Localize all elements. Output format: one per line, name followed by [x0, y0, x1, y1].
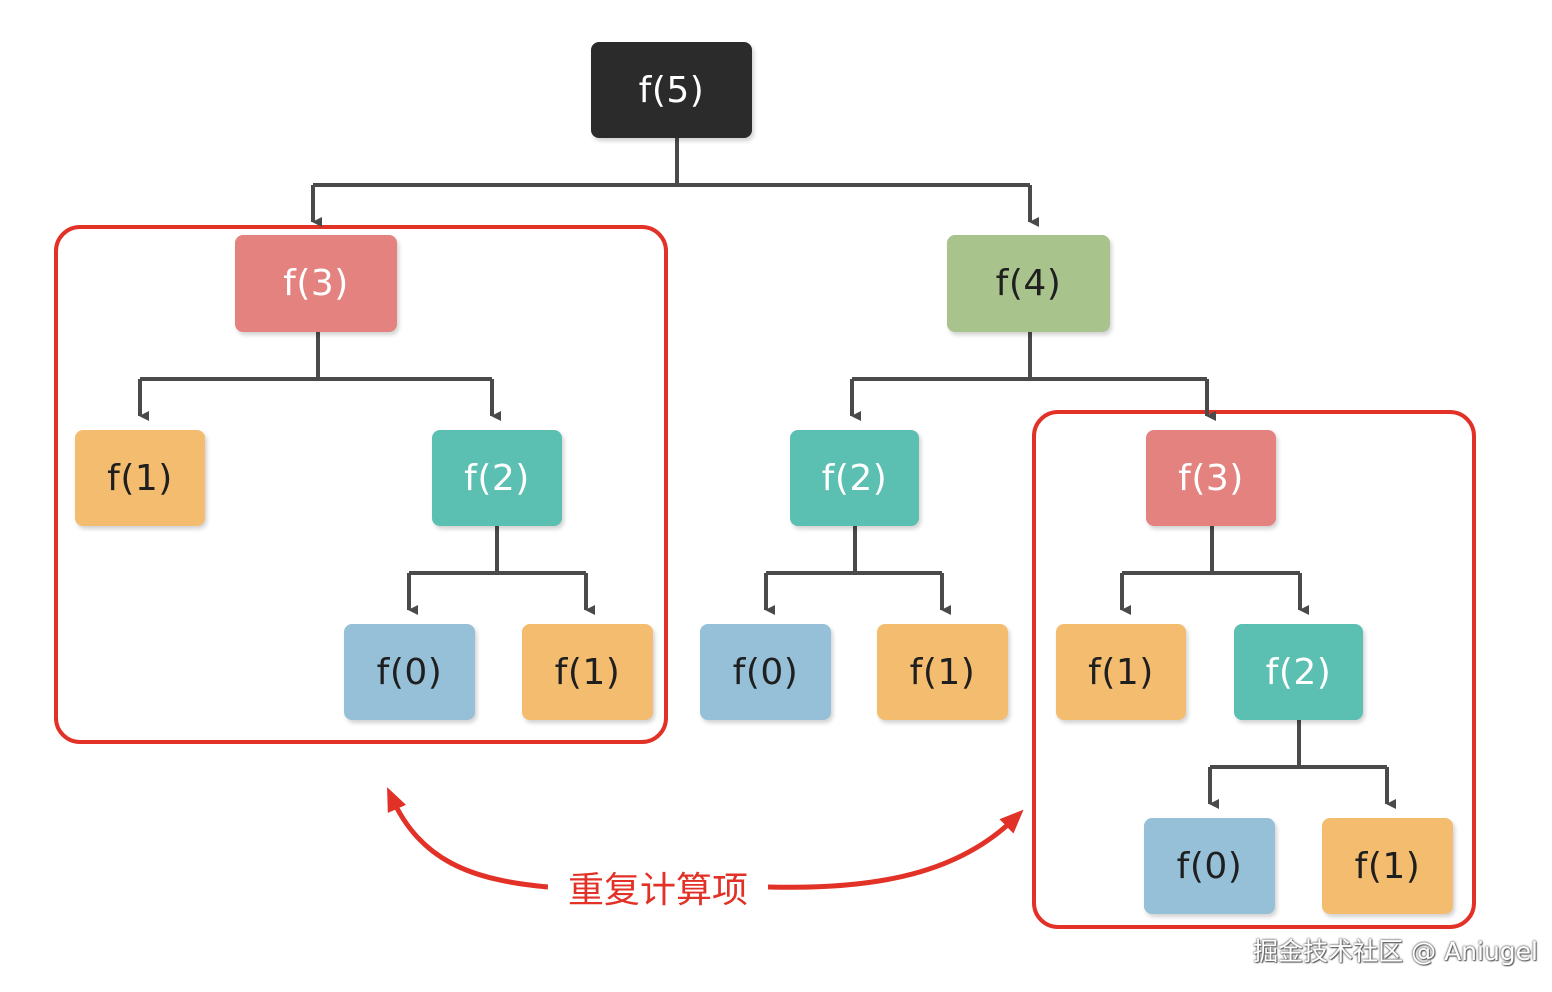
node-f1-right-inner: f(1)	[1322, 818, 1453, 914]
node-f1-right: f(1)	[1056, 624, 1186, 720]
node-f3-left: f(3)	[235, 235, 397, 332]
edges-f5	[311, 138, 1039, 227]
node-f3-right: f(3)	[1146, 430, 1276, 526]
duplicate-computation-label: 重复计算项	[548, 862, 768, 912]
edges-f2-middle	[764, 526, 951, 615]
node-f0-left: f(0)	[344, 624, 475, 720]
duplicate-subtree-box-left	[54, 225, 668, 744]
node-f4: f(4)	[947, 235, 1110, 332]
node-f0-right: f(0)	[1144, 818, 1275, 914]
node-f1-middle: f(1)	[877, 624, 1008, 720]
node-f2-middle: f(2)	[790, 430, 919, 526]
node-f5: f(5)	[591, 42, 752, 138]
edges-f2-right	[1208, 720, 1396, 809]
duplicate-subtree-box-right	[1032, 410, 1476, 929]
edges-f4	[850, 332, 1216, 421]
edges-f2-left	[407, 526, 595, 615]
node-f1-left: f(1)	[75, 430, 205, 526]
edges-f3-right	[1120, 526, 1309, 615]
watermark-text: 掘金技术社区 @ Aniugel	[1253, 937, 1538, 966]
node-f1-left-inner: f(1)	[522, 624, 653, 720]
node-f0-middle: f(0)	[700, 624, 831, 720]
callout-arrow-right	[767, 809, 1024, 890]
node-f2-left: f(2)	[432, 430, 562, 526]
edges-f3-left	[138, 332, 501, 421]
node-f2-right: f(2)	[1234, 624, 1363, 720]
callout-arrow-left	[387, 787, 549, 890]
